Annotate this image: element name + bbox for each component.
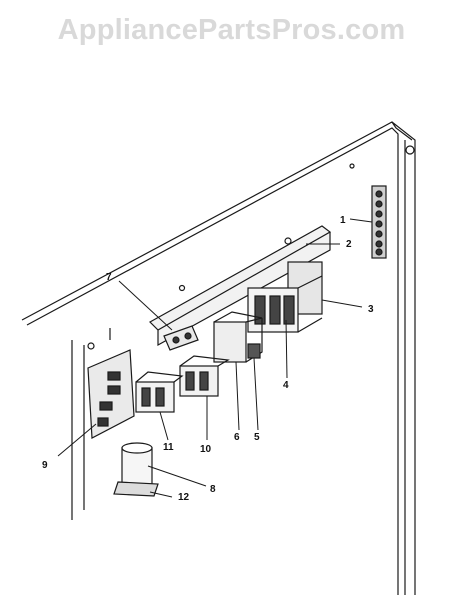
panel-screw	[349, 163, 355, 169]
callout-12: 12	[178, 492, 190, 503]
callout-8: 8	[210, 484, 216, 495]
control-board	[87, 349, 135, 439]
panel-screw	[178, 284, 186, 292]
relay-large	[179, 355, 230, 397]
cabinet-front-edge	[71, 328, 111, 520]
terminal-strip	[371, 185, 387, 259]
callout-6: 6	[234, 432, 240, 443]
callout-2: 2	[346, 239, 352, 250]
cabinet-outline	[21, 121, 416, 595]
callout-9: 9	[42, 460, 48, 471]
pressure-switch	[163, 325, 199, 351]
wire-duct	[149, 225, 332, 347]
callout-1: 1	[340, 215, 346, 226]
callout-3: 3	[368, 304, 374, 315]
callout-7: 7	[106, 272, 112, 283]
panel-screw	[405, 145, 415, 155]
contactor	[247, 261, 323, 333]
panel-screw	[87, 342, 95, 350]
callout-10: 10	[200, 444, 212, 455]
callout-4: 4	[283, 380, 289, 391]
relay-small	[135, 371, 184, 413]
capacitor	[113, 442, 159, 497]
callout-labels: 1 2 3 4 5 6 7 8 9 10 11 12	[42, 215, 374, 503]
panel-screw	[284, 237, 292, 245]
leader-lines	[57, 218, 373, 498]
callout-11: 11	[163, 442, 174, 453]
transformer	[213, 311, 263, 363]
callout-5: 5	[254, 432, 260, 443]
site-watermark: AppliancePartsPros.com	[57, 14, 406, 46]
